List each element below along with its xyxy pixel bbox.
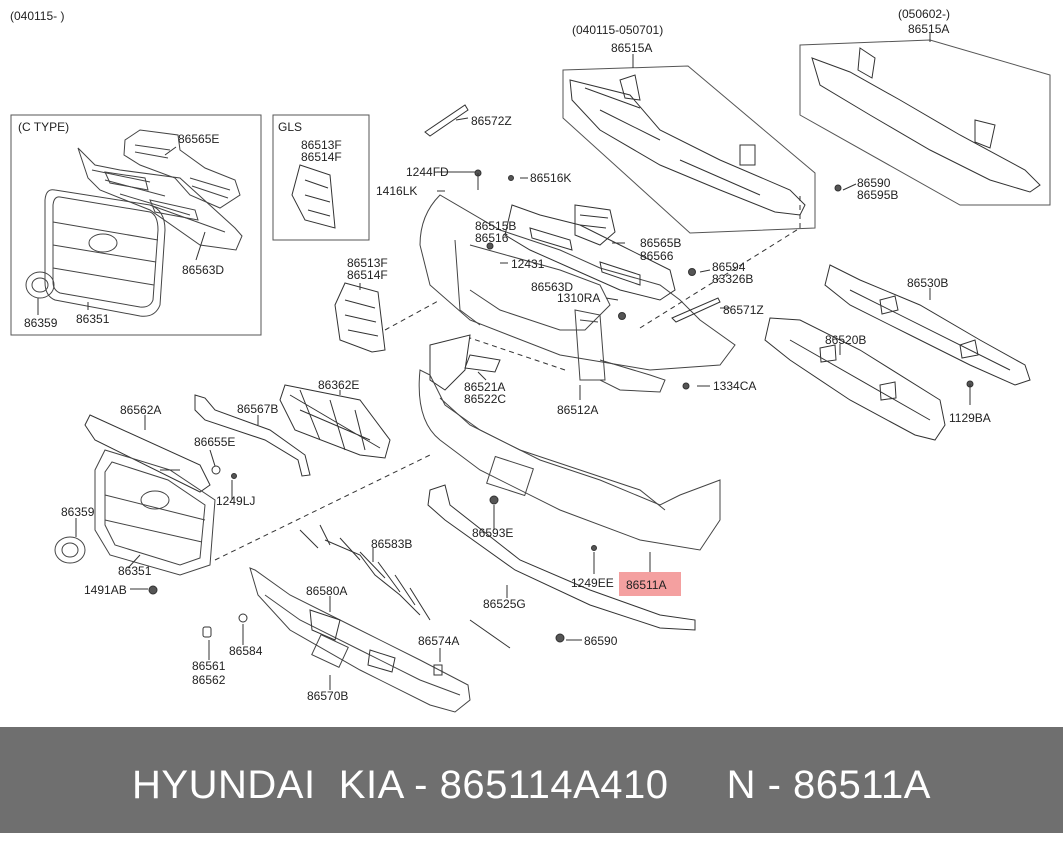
- strip-86572Z-drawing: [424, 104, 469, 137]
- c-type-badge-drawing: [25, 271, 55, 299]
- label-86511A: 86511A: [626, 578, 666, 592]
- label-86563D: 86563D: [531, 280, 573, 294]
- label-86351: 86351: [118, 564, 152, 578]
- center-grille-drawing: [504, 204, 676, 301]
- label-86513F: 86513F: [347, 256, 388, 270]
- label-86566: 86566: [640, 249, 674, 263]
- part-number-text: HYUNDAI KIA - 865114A410 N - 86511A: [132, 763, 931, 807]
- label-1310RA: 1310RA: [557, 291, 600, 305]
- label-86571Z: 86571Z: [723, 303, 764, 317]
- c-type-label: (C TYPE): [18, 120, 69, 134]
- label-86562: 86562: [192, 673, 226, 687]
- label-86522C: 86522C: [464, 392, 506, 406]
- strip-86567B-drawing: [194, 394, 311, 477]
- label-1416LK: 1416LK: [376, 184, 417, 198]
- label-86583B: 86583B: [371, 537, 412, 551]
- label-86593E: 86593E: [472, 526, 513, 540]
- label-86565E: 86565E: [178, 132, 219, 146]
- note-right: (050602-): [898, 7, 950, 21]
- label-86590-top: 86590: [857, 176, 891, 190]
- label-86561: 86561: [192, 659, 226, 673]
- label-86594: 86594: [712, 260, 746, 274]
- label-86514F: 86514F: [347, 268, 388, 282]
- label-86584: 86584: [229, 644, 263, 658]
- label-12431: 12431: [511, 257, 545, 271]
- label-86515A-2: 86515A: [908, 22, 949, 36]
- label-83326B: 83326B: [712, 272, 753, 286]
- highlight-86511A: [619, 572, 681, 596]
- fasteners-drawing: [148, 169, 974, 643]
- label-86525G: 86525G: [483, 597, 526, 611]
- reinforcement-box-1: [562, 65, 816, 234]
- label-86562A: 86562A: [120, 403, 161, 417]
- energy-absorber-upper-drawing: [824, 264, 1031, 386]
- badge-86359-drawing: [54, 536, 86, 564]
- garnish-drawing: [334, 282, 386, 353]
- label-86572Z: 86572Z: [471, 114, 512, 128]
- label-1491AB: 1491AB: [84, 583, 127, 597]
- label-86530B: 86530B: [907, 276, 948, 290]
- label-86520B: 86520B: [825, 333, 866, 347]
- gls-garnish-drawing: [291, 164, 336, 229]
- clip-86561-drawing: [202, 626, 212, 638]
- label-86515A-1: 86515A: [611, 41, 652, 55]
- bracket-86521A-drawing: [429, 334, 501, 391]
- part-number-footer: HYUNDAI KIA - 865114A410 N - 86511A: [0, 727, 1063, 833]
- label-86359-ct: 86359: [24, 316, 58, 330]
- strips-86583B-drawing: [299, 524, 511, 649]
- leader-86565E: [164, 146, 177, 156]
- label-86351-ct: 86351: [76, 312, 110, 326]
- leader-86563D-ct: [195, 231, 206, 261]
- label-86580A: 86580A: [306, 584, 347, 598]
- clip-86584-drawing: [238, 613, 248, 623]
- label-1244FD: 1244FD: [406, 165, 449, 179]
- fog-grille-drawing: [279, 384, 391, 459]
- upper-grille-piece-drawing: [574, 204, 616, 246]
- exploded-parts-diagram: (040115- ) (040115-050701) (050602-) (C …: [10, 7, 1051, 713]
- note-top-left: (040115- ): [10, 9, 64, 23]
- clip-86574A-drawing: [433, 664, 443, 676]
- label-1249LJ: 1249LJ: [216, 494, 255, 508]
- label-86574A: 86574A: [418, 634, 459, 648]
- label-86516K: 86516K: [530, 171, 571, 185]
- c-type-emblem-drawing: [88, 233, 118, 253]
- bracket-86580A-drawing: [309, 609, 396, 673]
- label-86513F-gls: 86513F: [301, 138, 342, 152]
- gls-box: [272, 114, 370, 241]
- grille-86351-drawing: [54, 449, 216, 576]
- label-1334CA: 1334CA: [713, 379, 756, 393]
- bumper-cover-drawing: [418, 369, 721, 551]
- molding-86562A-drawing: [84, 414, 211, 493]
- label-1249EE: 1249EE: [571, 576, 614, 590]
- label-86359: 86359: [61, 505, 95, 519]
- energy-absorber-lower-drawing: [764, 317, 946, 441]
- label-1129BA: 1129BA: [949, 411, 991, 425]
- label-86567B: 86567B: [237, 402, 278, 416]
- upper-bumper-drawing: [419, 194, 736, 393]
- lower-panel-drawing: [249, 567, 471, 713]
- note-middle: (040115-050701): [572, 23, 663, 37]
- reinforcement-drawing-1: [569, 74, 806, 216]
- label-86514F-gls: 86514F: [301, 150, 342, 164]
- c-type-grille-drawing: [25, 129, 243, 317]
- label-86595B: 86595B: [857, 188, 898, 202]
- lower-strip-drawing: [427, 484, 696, 631]
- label-86516: 86516: [475, 231, 509, 245]
- c-type-box: [10, 114, 262, 336]
- strip-86571Z-drawing: [671, 297, 721, 323]
- label-86362E: 86362E: [318, 378, 359, 392]
- label-86512A: 86512A: [557, 403, 598, 417]
- gls-label: GLS: [278, 120, 302, 134]
- label-86515B: 86515B: [475, 219, 516, 233]
- label-86570B: 86570B: [307, 689, 348, 703]
- reinforcement-drawing-2: [811, 47, 1041, 193]
- label-86521A: 86521A: [464, 380, 505, 394]
- label-86590-bot: 86590: [584, 634, 618, 648]
- label-86563D-ct: 86563D: [182, 263, 224, 277]
- label-86565B: 86565B: [640, 236, 681, 250]
- reinforcement-box-2: [799, 39, 1051, 206]
- label-86655E: 86655E: [194, 435, 235, 449]
